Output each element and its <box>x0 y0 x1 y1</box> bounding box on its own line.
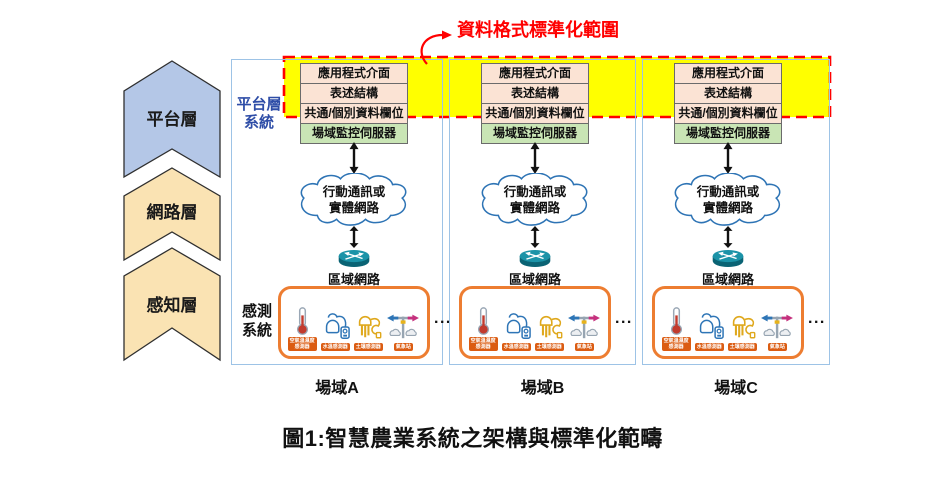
standardization-scope-label: 資料格式標準化範圍 <box>457 20 619 40</box>
sensor-label: 水溫感測器 <box>320 342 350 351</box>
double-arrow-icon <box>723 226 733 248</box>
soil-sensor-icon <box>540 315 563 339</box>
weather-station-icon <box>761 314 794 338</box>
stack-row-monitor-server: 場域監控伺服器 <box>481 123 589 144</box>
sensor-label: 水溫感測器 <box>694 342 724 351</box>
cloud-icon <box>481 172 588 226</box>
figure-caption: 圖1:智慧農業系統之架構與標準化範疇 <box>282 426 663 451</box>
network-cloud: 行動通訊或 實體網路 <box>473 172 597 227</box>
lan-label: 區域網路 <box>327 272 380 287</box>
water-temp-sensor-icon <box>326 312 351 339</box>
sensor-water-temp: 水溫感測器 <box>501 311 532 351</box>
double-arrow-icon <box>530 226 540 248</box>
platform-layer-label: 平台層 <box>146 109 198 129</box>
platform-stack: 應用程式介面 表述結構 共通/個別資料欄位 場域監控伺服器 <box>481 63 589 144</box>
thermometer-icon <box>296 306 308 335</box>
ellipsis: ... <box>434 310 452 327</box>
network-cloud: 行動通訊或 實體網路 <box>292 172 416 227</box>
network-cloud: 行動通訊或 實體網路 <box>666 172 790 227</box>
platform-stack: 應用程式介面 表述結構 共通/個別資料欄位 場域監控伺服器 <box>674 63 782 144</box>
field-name: 場域C <box>714 380 758 397</box>
double-arrow-icon <box>349 226 359 248</box>
sensor-soil: 土壤感測器 <box>727 311 757 351</box>
sensor-label: 土壤感測器 <box>727 342 757 351</box>
sensor-box: 空氣溫濕度 感測器 水溫感測器 <box>278 286 430 359</box>
sensor-box: 空氣溫濕度 感測器 水溫感測器 <box>459 286 611 359</box>
sensing-system-label: 感測 系統 <box>241 303 272 339</box>
cloud-icon <box>300 172 407 226</box>
stack-row-monitor-server: 場域監控伺服器 <box>674 123 782 144</box>
water-temp-sensor-icon <box>507 312 532 339</box>
cloud-label: 行動通訊或 實體網路 <box>503 184 567 215</box>
platform-system-label: 平台層 系統 <box>236 96 282 131</box>
soil-sensor-icon <box>359 315 382 339</box>
double-arrow-icon <box>349 142 359 174</box>
ellipsis: ... <box>615 310 633 327</box>
sensor-label: 土壤感測器 <box>534 342 564 351</box>
stack-row-api: 應用程式介面 <box>300 63 408 84</box>
stack-row-representation: 表述結構 <box>481 83 589 104</box>
perception-layer-label: 感知層 <box>146 295 198 315</box>
sensor-label: 空氣溫濕度 感測器 <box>661 336 691 351</box>
sensor-weather-station: 氣象站 <box>567 311 601 351</box>
field-column-c: 應用程式介面 表述結構 共通/個別資料欄位 場域監控伺服器 行動通訊或 實體網路 <box>642 59 830 397</box>
stack-row-representation: 表述結構 <box>300 83 408 104</box>
soil-sensor-icon <box>733 315 756 339</box>
platform-layer-chevron <box>123 60 221 179</box>
perception-layer-chevron <box>123 247 221 362</box>
router-icon <box>710 248 746 269</box>
sensor-box: 空氣溫濕度 感測器 水溫感測器 <box>652 286 804 359</box>
sensor-soil: 土壤感測器 <box>353 311 383 351</box>
sensor-air-temp: 空氣溫濕度 感測器 <box>661 306 691 351</box>
layer-chevrons <box>123 60 221 362</box>
cloud-label: 行動通訊或 實體網路 <box>696 184 760 215</box>
lan-label: 區域網路 <box>508 272 561 287</box>
ellipsis: ... <box>808 310 826 327</box>
stack-row-representation: 表述結構 <box>674 83 782 104</box>
annotation-arrow-icon <box>420 30 452 65</box>
weather-station-icon <box>387 314 420 338</box>
sensor-water-temp: 水溫感測器 <box>694 311 725 351</box>
sensor-air-temp: 空氣溫濕度 感測器 <box>468 306 498 351</box>
thermometer-icon <box>670 306 682 335</box>
lan-label: 區域網路 <box>701 272 754 287</box>
router-icon <box>517 248 553 269</box>
double-arrow-icon <box>723 142 733 174</box>
field-column-b: 應用程式介面 表述結構 共通/個別資料欄位 場域監控伺服器 行動通訊或 實體網路 <box>449 59 636 397</box>
weather-station-icon <box>568 314 601 338</box>
cloud-label: 行動通訊或 實體網路 <box>322 184 386 215</box>
field-column-a: 平台層 系統 感測 系統 應用程式介面 表述結構 共通/個別資料欄位 場域監控伺… <box>231 59 450 397</box>
stack-row-monitor-server: 場域監控伺服器 <box>300 123 408 144</box>
sensor-label: 水溫感測器 <box>501 342 531 351</box>
network-layer-chevron <box>123 167 221 262</box>
water-temp-sensor-icon <box>700 312 725 339</box>
sensor-weather-station: 氣象站 <box>386 311 420 351</box>
cloud-icon <box>674 172 781 226</box>
router-icon <box>336 248 372 269</box>
sensor-label: 空氣溫濕度 感測器 <box>468 336 498 351</box>
sensor-label: 空氣溫濕度 感測器 <box>287 336 317 351</box>
sensor-label: 氣象站 <box>574 342 594 351</box>
platform-stack: 應用程式介面 表述結構 共通/個別資料欄位 場域監控伺服器 <box>300 63 408 144</box>
field-name: 場域B <box>520 380 565 397</box>
stack-row-data-fields: 共通/個別資料欄位 <box>300 103 408 124</box>
sensor-soil: 土壤感測器 <box>534 311 564 351</box>
stack-row-data-fields: 共通/個別資料欄位 <box>481 103 589 124</box>
sensor-water-temp: 水溫感測器 <box>320 311 351 351</box>
stack-row-api: 應用程式介面 <box>674 63 782 84</box>
stack-row-data-fields: 共通/個別資料欄位 <box>674 103 782 124</box>
sensor-air-temp: 空氣溫濕度 感測器 <box>287 306 317 351</box>
sensor-label: 氣象站 <box>393 342 413 351</box>
network-layer-label: 網路層 <box>146 202 198 222</box>
stack-row-api: 應用程式介面 <box>481 63 589 84</box>
double-arrow-icon <box>530 142 540 174</box>
sensor-label: 氣象站 <box>767 342 787 351</box>
sensor-weather-station: 氣象站 <box>760 311 794 351</box>
thermometer-icon <box>477 306 489 335</box>
field-name: 場域A <box>315 380 359 397</box>
sensor-label: 土壤感測器 <box>353 342 383 351</box>
